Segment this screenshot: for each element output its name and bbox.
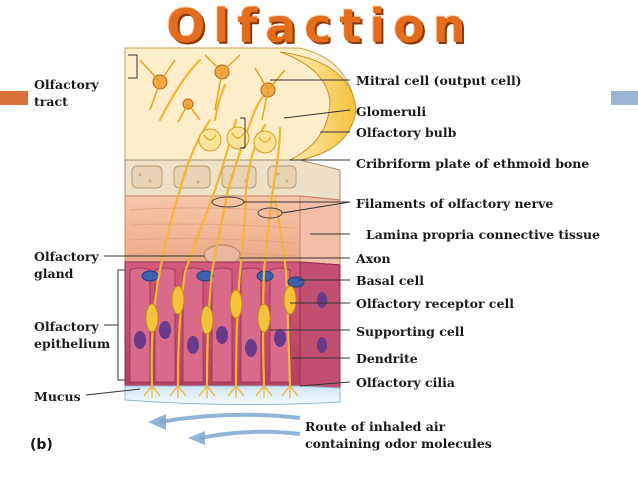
label-lamina-propria: Lamina propria connective tissue <box>366 227 601 242</box>
label-mucus: Mucus <box>34 389 81 404</box>
page-title: Olfaction <box>166 0 474 53</box>
label-air-route: Route of inhaled air containing odor mol… <box>305 419 492 451</box>
label-receptor-cell: Olfactory receptor cell <box>356 296 514 311</box>
left-accent-bar <box>0 91 28 105</box>
label-olfactory-bulb: Olfactory bulb <box>356 125 457 140</box>
right-accent-bar <box>611 91 638 105</box>
label-olfactory-epithelium: Olfactory epithelium <box>34 319 111 351</box>
label-filaments: Filaments of olfactory nerve <box>356 196 554 211</box>
label-olfactory-gland: Olfactory gland <box>34 249 99 281</box>
label-olfactory-cilia: Olfactory cilia <box>356 375 455 390</box>
panel-label: (b) <box>30 437 53 453</box>
mucus-layer <box>124 385 341 406</box>
label-axon: Axon <box>356 251 391 266</box>
label-supporting-cell: Supporting cell <box>356 324 465 339</box>
label-olfactory-tract: Olfactory tract <box>34 77 99 109</box>
label-glomeruli: Glomeruli <box>356 104 427 119</box>
label-dendrite: Dendrite <box>356 351 418 366</box>
label-basal-cell: Basal cell <box>356 273 424 288</box>
label-cribriform-plate: Cribriform plate of ethmoid bone <box>356 156 590 171</box>
label-mitral-cell: Mitral cell (output cell) <box>356 73 522 88</box>
